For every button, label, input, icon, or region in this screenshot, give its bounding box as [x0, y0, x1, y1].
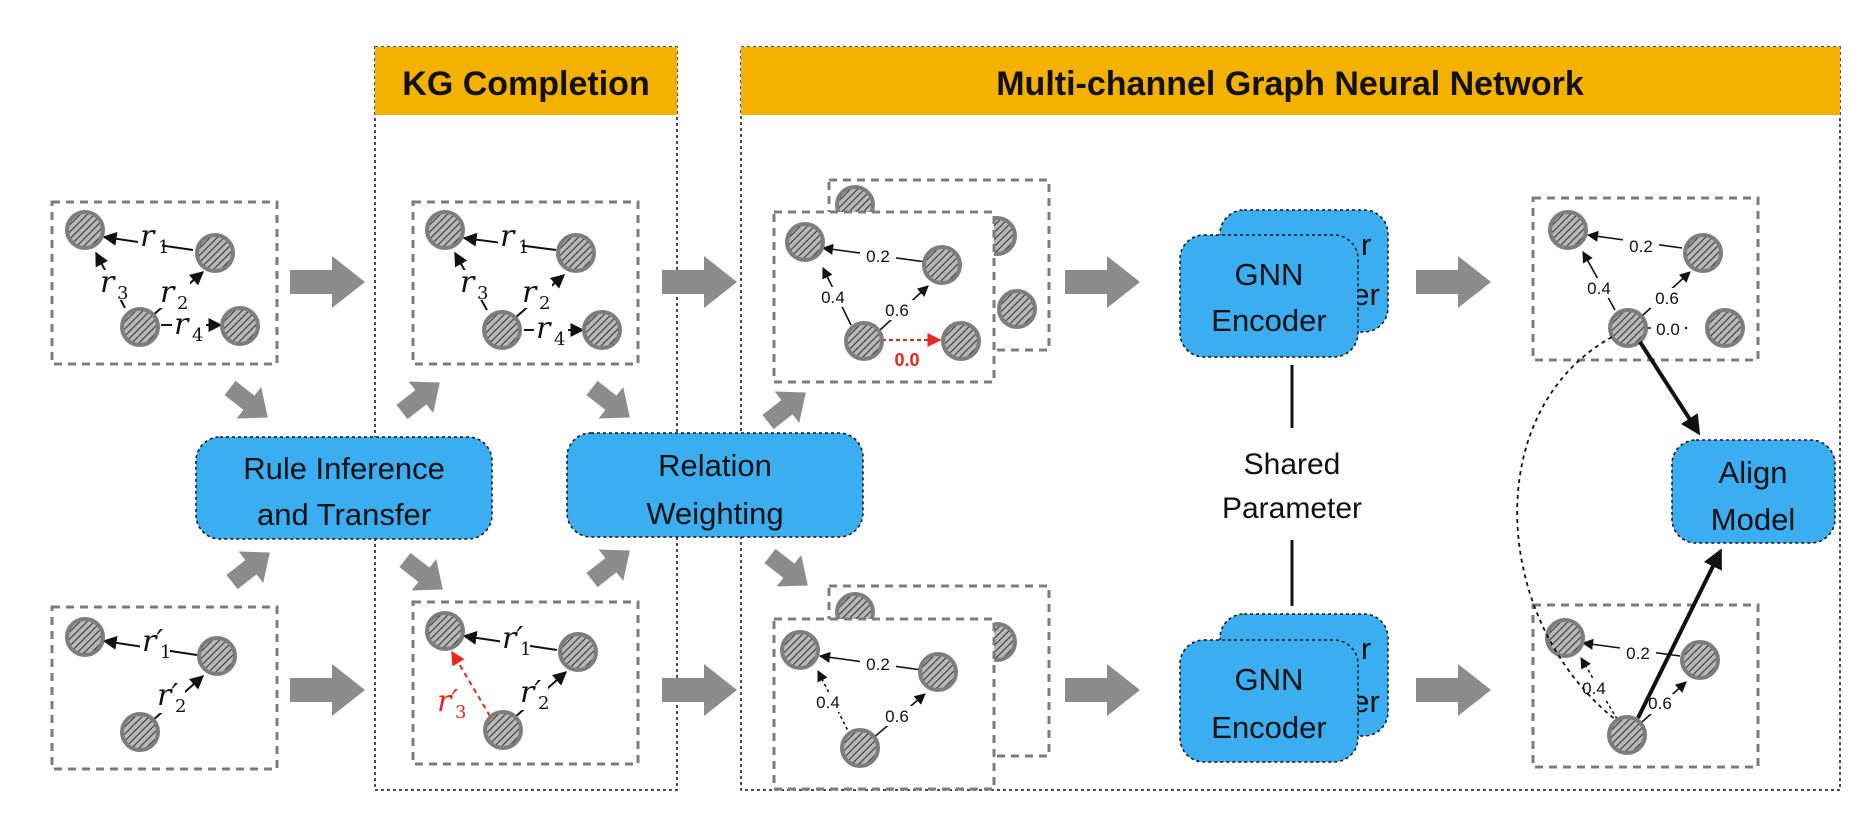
- mcgnn-title: Multi-channel Graph Neural Network: [996, 65, 1584, 103]
- svg-text:4: 4: [192, 325, 203, 346]
- weighted-kg1-graph: 0.2 0.4 0.6 0.0: [772, 178, 1051, 384]
- svg-text:r: r: [1361, 227, 1371, 262]
- svg-text:0.6: 0.6: [1648, 694, 1672, 713]
- inferred-relation-label: r′3: [437, 684, 466, 723]
- svg-text:Rule Inference: Rule Inference: [243, 451, 445, 486]
- mcgnn-frame: [740, 46, 1841, 791]
- kg-completion-header: [375, 47, 677, 115]
- svg-text:1: 1: [520, 639, 531, 660]
- svg-text:r′: r′: [157, 678, 178, 713]
- svg-text:0.4: 0.4: [816, 693, 840, 712]
- kg-completion-title: KG Completion: [402, 65, 649, 103]
- svg-text:r: r: [174, 307, 190, 342]
- svg-text:1: 1: [518, 237, 529, 258]
- svg-text:Encoder: Encoder: [1211, 303, 1326, 338]
- svg-text:r: r: [140, 219, 156, 254]
- align-model-block: Align Model: [1671, 439, 1836, 544]
- svg-text:r: r: [536, 311, 552, 346]
- svg-text:GNN: GNN: [1235, 662, 1304, 697]
- svg-text:3: 3: [477, 283, 488, 304]
- gnn-encoder-top: r er GNN Encoder: [1179, 209, 1389, 358]
- kg2-input-graph: r′1 r′2: [50, 605, 279, 771]
- svg-text:0.2: 0.2: [866, 247, 890, 266]
- svg-text:1: 1: [158, 237, 169, 258]
- svg-text:0.6: 0.6: [1655, 289, 1679, 308]
- relation-weighting-block: Relation Weighting: [566, 432, 864, 538]
- svg-text:r: r: [522, 275, 538, 310]
- svg-text:r′: r′: [142, 624, 163, 659]
- svg-text:r: r: [500, 219, 516, 254]
- svg-text:0.4: 0.4: [1582, 679, 1606, 698]
- svg-text:4: 4: [554, 329, 565, 350]
- svg-text:1: 1: [160, 642, 171, 663]
- encoded-kg1-graph: 0.2 0.4 0.6 0.0: [1531, 196, 1760, 362]
- svg-text:Model: Model: [1711, 502, 1795, 537]
- kg1-to-align-arrow: [1638, 340, 1701, 436]
- shared-parameter-label-line2: Parameter: [1222, 492, 1362, 525]
- svg-text:r′: r′: [502, 621, 523, 656]
- svg-text:r: r: [160, 275, 176, 310]
- svg-text:3: 3: [455, 702, 466, 723]
- svg-text:2: 2: [175, 696, 186, 717]
- svg-text:r: r: [1361, 631, 1371, 666]
- zero-weight-label: 0.0: [894, 350, 919, 370]
- svg-text:0.4: 0.4: [1587, 279, 1611, 298]
- svg-text:Align: Align: [1719, 455, 1788, 490]
- svg-text:Weighting: Weighting: [646, 496, 783, 531]
- mcgnn-header: [741, 47, 1840, 115]
- svg-text:r′: r′: [437, 684, 458, 719]
- kg2-to-align-arrow: [1636, 548, 1722, 719]
- shared-parameter-label-line1: Shared: [1244, 448, 1341, 481]
- svg-text:0.2: 0.2: [1626, 644, 1650, 663]
- svg-text:2: 2: [539, 293, 550, 314]
- rule-inference-block: Rule Inference and Transfer: [195, 436, 493, 540]
- svg-text:GNN: GNN: [1235, 257, 1304, 292]
- svg-text:3: 3: [117, 283, 128, 304]
- svg-text:r: r: [100, 265, 116, 300]
- svg-text:Relation: Relation: [658, 448, 772, 483]
- kg2-completed-graph: r′1 r′2 r′3: [411, 600, 640, 766]
- svg-text:2: 2: [177, 293, 188, 314]
- svg-text:0.4: 0.4: [821, 288, 845, 307]
- weighted-kg2-graph: 0.2 0.4 0.6: [772, 584, 1051, 791]
- svg-text:2: 2: [538, 693, 549, 714]
- svg-text:r′: r′: [520, 675, 541, 710]
- svg-text:0.0: 0.0: [1656, 320, 1680, 339]
- svg-text:Encoder: Encoder: [1211, 710, 1326, 745]
- svg-text:0.2: 0.2: [866, 655, 890, 674]
- svg-text:0.6: 0.6: [885, 301, 909, 320]
- encoded-kg2-graph: 0.2 0.4 0.6: [1531, 603, 1760, 769]
- svg-text:and Transfer: and Transfer: [257, 497, 431, 532]
- svg-text:r: r: [460, 265, 476, 300]
- svg-text:0.6: 0.6: [885, 707, 909, 726]
- svg-text:0.2: 0.2: [1629, 237, 1653, 256]
- alignment-curve: [1516, 336, 1617, 721]
- gnn-encoder-bottom: r er GNN Encoder: [1179, 613, 1389, 763]
